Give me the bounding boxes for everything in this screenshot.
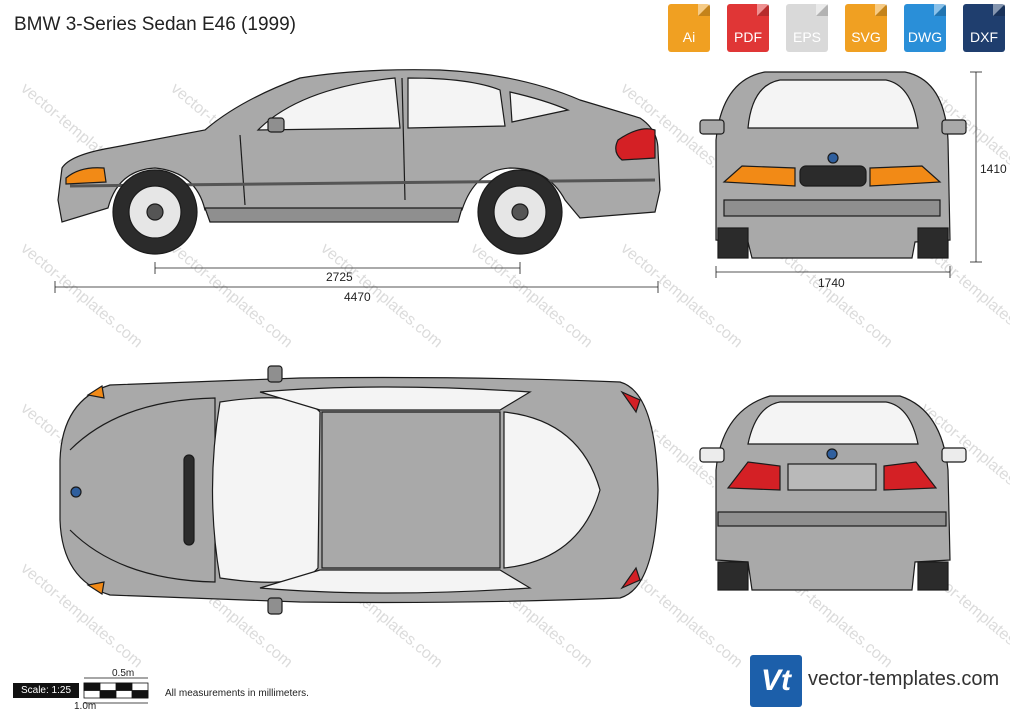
side-view bbox=[57, 69, 661, 255]
front-bumper bbox=[723, 199, 941, 217]
rear-mirror-left bbox=[699, 447, 725, 463]
brand-site-link[interactable]: vector-templates.com bbox=[808, 668, 1000, 690]
top-windshield bbox=[211, 397, 321, 583]
kidney-grille bbox=[799, 165, 867, 187]
front-mirror-left bbox=[699, 119, 725, 135]
rear-tire-left bbox=[717, 561, 749, 591]
vt-logo-icon: Vt bbox=[750, 655, 802, 707]
side-window-quarter bbox=[509, 91, 570, 123]
svg-format-icon[interactable]: SVG bbox=[845, 4, 887, 52]
front-mirror-right bbox=[941, 119, 967, 135]
top-roof bbox=[321, 411, 501, 569]
bmw-badge-icon bbox=[827, 152, 839, 164]
top-indicator-front-left bbox=[86, 385, 105, 399]
watermark-text: vector-templates.com bbox=[17, 240, 145, 351]
side-mirror bbox=[267, 117, 285, 133]
rear-bmw-badge-icon bbox=[826, 448, 838, 460]
dwg-format-icon[interactable]: DWG bbox=[904, 4, 946, 52]
front-wheel bbox=[112, 169, 198, 255]
front-headlight-left bbox=[722, 165, 796, 187]
rear-view bbox=[699, 395, 967, 591]
rear-mirror-right bbox=[941, 447, 967, 463]
top-mirror-left bbox=[267, 365, 283, 383]
brand-block[interactable]: Vt vector-templates.com bbox=[750, 655, 1000, 707]
front-headlight-right bbox=[869, 165, 942, 187]
scale-label: Scale: 1:25 bbox=[13, 683, 79, 698]
license-plate bbox=[787, 463, 877, 491]
front-view bbox=[699, 71, 967, 259]
eps-format-icon[interactable]: EPS bbox=[786, 4, 828, 52]
hood-vent bbox=[183, 454, 195, 546]
top-view bbox=[59, 365, 659, 615]
rear-window bbox=[747, 401, 919, 445]
top-rear-window bbox=[503, 411, 601, 569]
scale-one-meter-label: 1.0m bbox=[74, 701, 97, 712]
door-line bbox=[401, 77, 406, 201]
rear-tire-right bbox=[917, 561, 949, 591]
front-windshield bbox=[747, 79, 919, 129]
scale-bar bbox=[83, 677, 149, 704]
top-indicator-front-right bbox=[86, 581, 105, 595]
watermark-text: vector-templates.com bbox=[317, 240, 445, 351]
top-tail-right bbox=[620, 566, 641, 590]
length-label: 4470 bbox=[344, 290, 371, 304]
front-tire-left bbox=[717, 227, 749, 259]
top-side-glass-lower bbox=[259, 569, 532, 594]
rear-tail-right bbox=[883, 461, 938, 491]
head-light-side bbox=[65, 167, 107, 185]
rear-wheel bbox=[477, 169, 563, 255]
ai-format-icon[interactable]: Ai bbox=[668, 4, 710, 52]
width-label: 1740 bbox=[818, 276, 845, 290]
top-side-glass-upper bbox=[259, 386, 532, 411]
dxf-format-icon[interactable]: DXF bbox=[963, 4, 1005, 52]
measurement-note: All measurements in millimeters. bbox=[165, 688, 309, 699]
front-tire-right bbox=[917, 227, 949, 259]
height-label: 1410 bbox=[980, 162, 1007, 176]
wheelbase-label: 2725 bbox=[326, 270, 353, 284]
watermark-text: vector-templates.com bbox=[467, 240, 595, 351]
format-icons: Ai PDF EPS SVG DWG DXF bbox=[668, 4, 1006, 52]
front-dimension-lines bbox=[715, 71, 982, 278]
scale-half-meter-label: 0.5m bbox=[112, 668, 135, 679]
side-dimension-lines bbox=[54, 262, 659, 293]
door-line-front bbox=[239, 134, 246, 206]
top-tail-left bbox=[620, 390, 641, 414]
rear-tail-left bbox=[726, 461, 781, 491]
page-title: BMW 3-Series Sedan E46 (1999) bbox=[14, 14, 296, 35]
tail-light-side bbox=[615, 128, 656, 161]
watermark-text: vector-templates.com bbox=[167, 240, 295, 351]
top-bmw-badge-icon bbox=[70, 486, 82, 498]
top-mirror-right bbox=[267, 597, 283, 615]
side-window-rear bbox=[407, 77, 506, 129]
side-lower-sill bbox=[204, 207, 463, 223]
pdf-format-icon[interactable]: PDF bbox=[727, 4, 769, 52]
rear-bumper bbox=[717, 511, 947, 527]
